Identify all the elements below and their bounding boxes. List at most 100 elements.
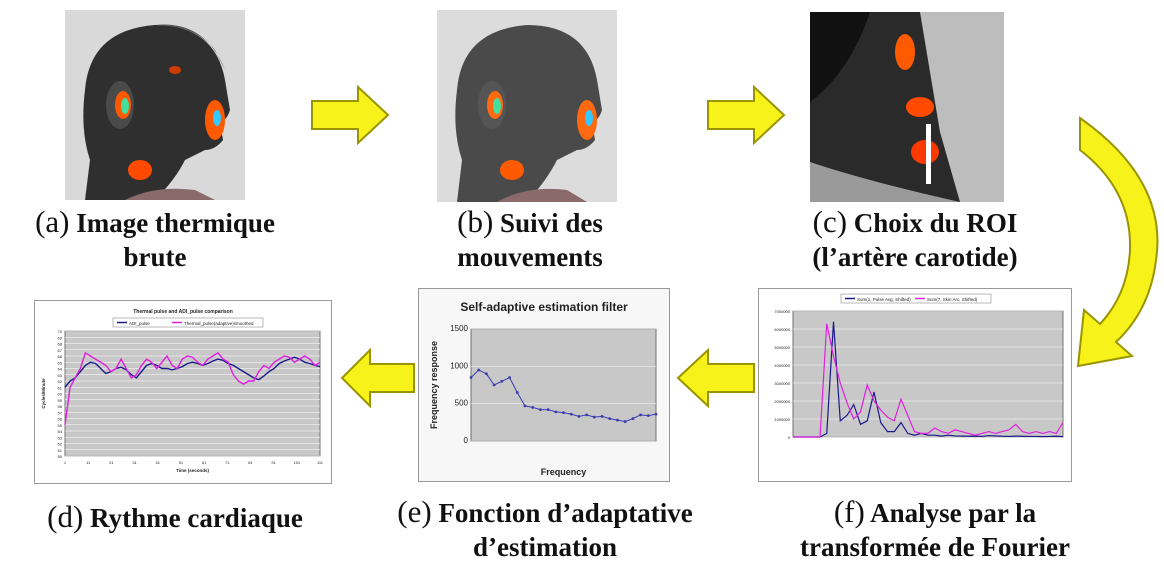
data-point [654,412,658,416]
caption-e: (e) Fonction d’adaptative d’estimation [355,495,735,564]
thermal-face-picture [65,10,245,200]
data-point [585,413,589,417]
arrow-right-icon [707,85,786,145]
neck-roi-picture [810,12,1004,202]
y-tick-label: 1000 [450,361,468,370]
legend-label: ADI_pulse [129,321,150,326]
data-point [608,417,612,420]
y-axis-label: Cycles/Minute [41,378,46,409]
x-tick-label: 51 [179,460,184,465]
arrow-left-icon [676,348,755,408]
y-tick-label: 58 [58,404,63,409]
data-point [477,368,481,372]
x-tick-label: 41 [156,460,161,465]
x-tick-label: 81 [248,460,253,465]
x-tick-label: 61 [202,460,207,465]
y-tick-label: 66 [58,354,63,359]
y-tick-label: 53 [58,435,63,440]
y-tick-label: 60 [58,392,63,397]
series-line [64,351,321,425]
fourier-chart: 7000000600000050000004000000300000020000… [774,293,1064,440]
step-title: Fonction d’adaptative [438,498,693,528]
chart-title: Thermal pulse and ADI_pulse comparison [133,309,233,315]
y-tick-label: 61 [58,385,63,390]
y-tick-label: 50 [58,454,63,459]
y-tick-label: 0 [464,436,469,445]
y-tick-label: 67 [58,348,63,353]
data-point [616,418,619,422]
y-tick-label: 51 [58,448,63,453]
y-tick-label: 69 [58,335,63,340]
data-point [469,376,473,379]
x-axis-label: Frequency [541,467,587,477]
caption-c: (c) Choix du ROI (l’artère carotide) [770,205,1060,274]
step-letter: (e) [397,494,432,529]
data-point [592,415,596,419]
caption-f: (f) Analyse par la transformée de Fourie… [735,495,1135,564]
y-tick-label: 7000000 [774,309,790,314]
data-point [631,417,635,420]
y-tick-label: 56 [58,417,63,422]
step-title: Choix du ROI [853,208,1018,238]
data-point [538,408,542,412]
data-point [600,414,604,418]
raw-thermal-image [65,10,245,200]
data-point [639,413,642,417]
x-tick-label: 111 [317,460,324,465]
data-point [546,408,550,412]
step-title: Suivi des [500,208,603,238]
data-point [577,414,581,418]
y-tick-label: 2000000 [774,399,790,404]
data-point [562,411,565,415]
step-title: Rythme cardiaque [90,503,303,533]
x-tick-label: 31 [132,460,137,465]
data-point [485,372,488,376]
chart-title: Self-adaptive estimation filter [460,300,628,314]
data-point [554,410,558,414]
step-subtitle: d’estimation [473,532,617,562]
y-tick-label: 52 [58,442,63,447]
y-tick-label: 57 [58,410,63,415]
step-subtitle: mouvements [457,242,603,272]
y-tick-label: 1000000 [774,417,790,422]
data-point [623,420,627,423]
y-tick-label: 0 [788,435,791,440]
data-point [523,404,527,408]
tracked-face-picture [437,10,617,202]
step-letter: (f) [833,494,865,529]
x-axis-label: Time (seconds) [176,468,209,473]
series-line [793,321,1064,438]
data-point [492,383,496,387]
series-line [64,356,321,388]
legend-label: Sum(1, Pulse Avg, Shifted) [857,297,911,302]
caption-a: (a) Image thermique brute [0,205,310,274]
y-tick-label: 64 [58,367,63,372]
y-tick-label: 6000000 [774,327,790,332]
data-point [500,379,504,383]
y-tick-label: 70 [58,329,63,334]
step-title: Analyse par la [870,498,1037,528]
legend-box [112,317,264,328]
caption-d: (d) Rythme cardiaque [0,500,350,535]
y-tick-label: 500 [455,399,469,408]
step-title: Image thermique [76,208,275,238]
y-tick-label: 63 [58,373,63,378]
step-subtitle: brute [123,242,187,272]
step-letter: (d) [47,499,84,534]
roi-carotid-image [810,12,1004,202]
legend: Sum(1, Pulse Avg, Shifted)Sum(7, Skin Ar… [840,293,992,304]
y-tick-label: 4000000 [774,363,790,368]
y-tick-label: 59 [58,398,63,403]
arrow-right-icon [311,85,390,145]
heart-rate-chart: 7069686766656463626160595857565554535251… [41,309,324,473]
data-point [646,414,650,418]
data-point [531,406,535,409]
step-letter: (c) [812,204,848,239]
x-tick-label: 21 [109,460,114,465]
curved-arrow-down-icon [1076,116,1159,368]
x-tick-label: 101 [293,460,300,465]
